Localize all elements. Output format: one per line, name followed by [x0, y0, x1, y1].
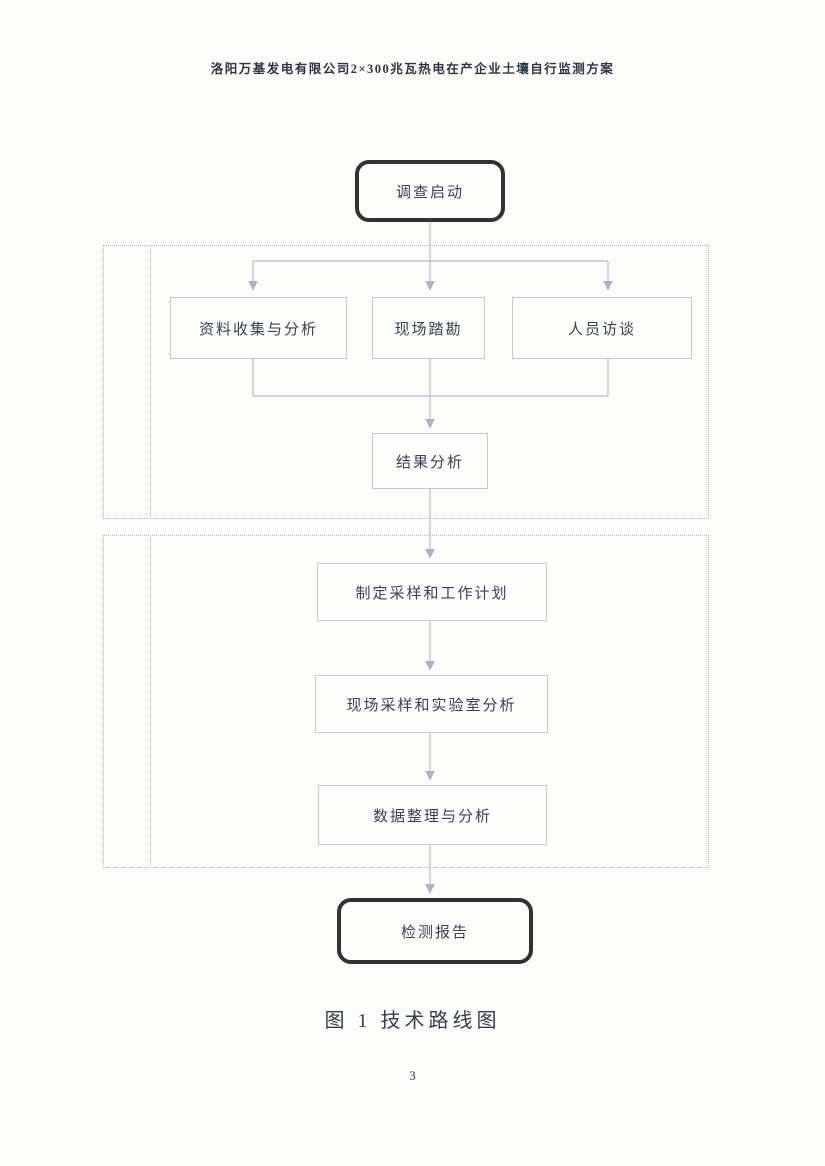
figure-caption: 图 1 技术路线图: [324, 1010, 501, 1032]
node-data-analysis: 数据整理与分析: [318, 785, 547, 845]
phase-group-investigation: [103, 245, 709, 519]
page-number: 3: [409, 1068, 416, 1083]
node-report-label: 检测报告: [400, 924, 469, 941]
node-result-analysis: 结果分析: [372, 433, 488, 489]
node-field-sampling-label: 现场采样和实验室分析: [346, 697, 517, 714]
node-interview-label: 人员访谈: [567, 321, 636, 338]
node-start: 调查启动: [355, 160, 505, 222]
node-data-collection-label: 资料收集与分析: [198, 321, 318, 338]
phase-group-sampling-divider: [150, 535, 151, 866]
node-data-analysis-label: 数据整理与分析: [372, 808, 492, 825]
phase-group-sampling: [103, 535, 709, 868]
node-report: 检测报告: [337, 898, 533, 964]
document-header: 洛阳万基发电有限公司2×300兆瓦热电在产企业土壤自行监测方案: [210, 62, 615, 76]
phase-group-investigation-divider: [150, 245, 151, 517]
node-sampling-plan-label: 制定采样和工作计划: [355, 585, 509, 602]
node-start-label: 调查启动: [395, 184, 464, 201]
node-site-survey: 现场踏勘: [372, 297, 485, 359]
node-data-collection: 资料收集与分析: [170, 297, 347, 359]
node-field-sampling: 现场采样和实验室分析: [315, 675, 548, 733]
node-site-survey-label: 现场踏勘: [394, 321, 463, 338]
node-result-analysis-label: 结果分析: [395, 454, 464, 471]
node-interview: 人员访谈: [512, 297, 692, 359]
node-sampling-plan: 制定采样和工作计划: [317, 563, 547, 621]
